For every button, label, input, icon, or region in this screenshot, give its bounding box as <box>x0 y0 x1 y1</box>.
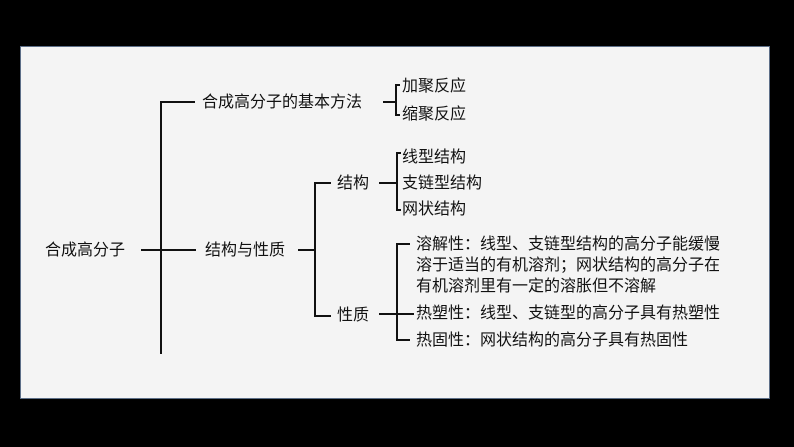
structure-item: 支链型结构 <box>402 173 483 192</box>
connector <box>396 243 410 245</box>
connector <box>314 183 316 316</box>
connector <box>379 182 396 184</box>
property-item-solubility: 溶于适当的有机溶剂；网状结构的高分子在 <box>416 255 721 274</box>
connector <box>141 249 196 251</box>
connector <box>160 102 162 354</box>
root-node: 合成高分子 <box>45 240 126 259</box>
property-item-solubility: 有机溶剂里有一定的溶胀但不溶解 <box>416 276 657 295</box>
bracket <box>396 152 398 210</box>
property-item-thermoplastic: 热塑性：线型、支链型的高分子具有热塑性 <box>416 303 721 322</box>
connector <box>314 315 331 317</box>
connector <box>396 209 401 211</box>
method-item: 缩聚反应 <box>402 104 467 123</box>
structure-node: 结构 <box>337 173 370 192</box>
structure-item: 线型结构 <box>402 147 467 166</box>
connector <box>396 339 410 341</box>
connector <box>314 182 331 184</box>
property-item-thermoset: 热固性：网状结构的高分子具有热固性 <box>416 330 689 349</box>
property-node: 性质 <box>337 305 370 324</box>
connector <box>383 101 396 103</box>
property-item-solubility: 溶解性：线型、支链型结构的高分子能缓慢 <box>416 234 721 253</box>
connector <box>396 152 401 154</box>
connector <box>395 84 400 86</box>
connector <box>298 249 314 251</box>
method-item: 加聚反应 <box>402 76 467 95</box>
methods-node: 合成高分子的基本方法 <box>202 92 363 111</box>
connector <box>395 114 400 116</box>
connector <box>160 101 195 103</box>
bracket <box>395 84 397 115</box>
structure-property-node: 结构与性质 <box>205 240 286 259</box>
bracket <box>396 243 398 340</box>
structure-item: 网状结构 <box>402 199 467 218</box>
